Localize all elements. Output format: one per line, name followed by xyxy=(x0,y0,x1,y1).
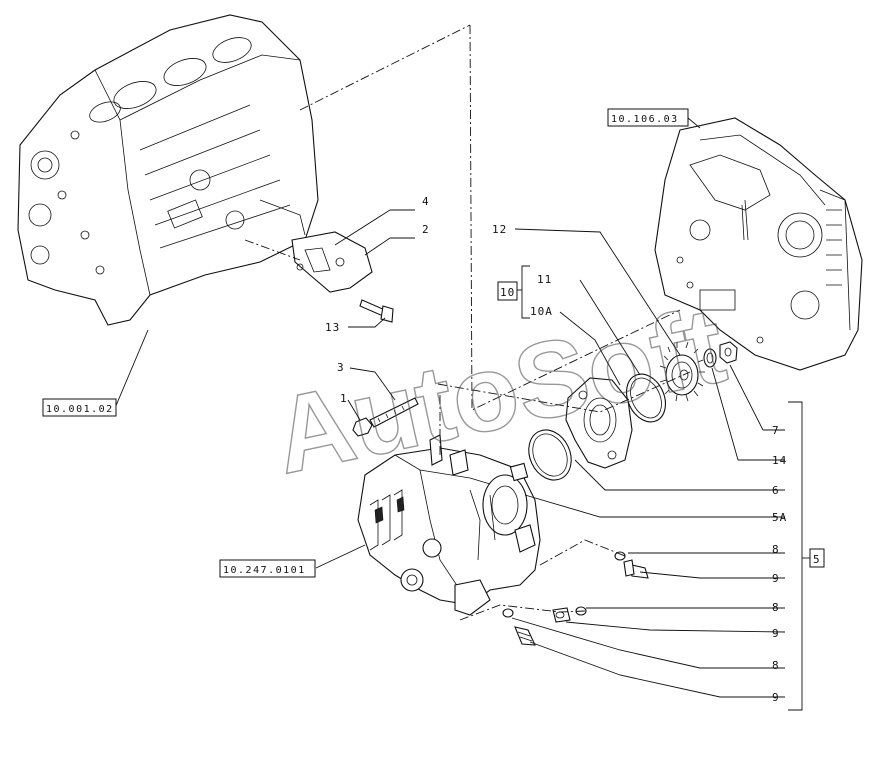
callout-4: 4 xyxy=(422,195,430,208)
callout-10a: 10A xyxy=(530,305,553,318)
callout-2: 2 xyxy=(422,223,430,236)
ref-box-pump xyxy=(219,559,316,578)
callout-13: 13 xyxy=(325,321,340,334)
callout-12: 12 xyxy=(492,223,507,236)
callout-8-a: 8 xyxy=(772,543,780,556)
ref-engine-block: 10.001.02 xyxy=(46,404,114,415)
callout-5a: 5A xyxy=(772,511,787,524)
bolt-13 xyxy=(359,299,394,323)
o-ring-11 xyxy=(626,373,666,423)
mounting-plate xyxy=(291,231,373,293)
callout-9-b: 9 xyxy=(772,627,780,640)
timing-cover xyxy=(654,117,863,371)
assembly-axis-lines xyxy=(244,24,691,621)
ref-pump: 10.247.0101 xyxy=(223,565,306,576)
ref-timing-cover: 10.106.03 xyxy=(611,114,679,125)
leader-lines xyxy=(114,117,786,698)
group-bracket-5 xyxy=(788,401,825,711)
callout-14: 14 xyxy=(772,454,787,467)
callout-6: 6 xyxy=(772,484,780,497)
engine-block xyxy=(17,14,319,326)
ref-box-timing-cover xyxy=(607,108,689,127)
fittings xyxy=(502,551,649,646)
callout-9-c: 9 xyxy=(772,691,780,704)
callout-9-a: 9 xyxy=(772,572,780,585)
o-ring-6 xyxy=(528,429,572,481)
flange-10a xyxy=(565,377,633,469)
callout-7: 7 xyxy=(772,424,780,437)
ref-box-engine-block xyxy=(42,398,117,417)
injection-pump xyxy=(357,434,541,616)
callout-8-c: 8 xyxy=(772,659,780,672)
group-label-10: 10 xyxy=(500,286,515,299)
callout-1: 1 xyxy=(340,392,348,405)
washer-and-nut xyxy=(703,341,738,368)
callout-3: 3 xyxy=(337,361,345,374)
group-bracket-10 xyxy=(497,265,530,319)
drive-gear xyxy=(659,341,705,402)
callout-11: 11 xyxy=(537,273,552,286)
stud-and-nut xyxy=(352,397,419,437)
group-label-5: 5 xyxy=(813,553,821,566)
callout-8-b: 8 xyxy=(772,601,780,614)
